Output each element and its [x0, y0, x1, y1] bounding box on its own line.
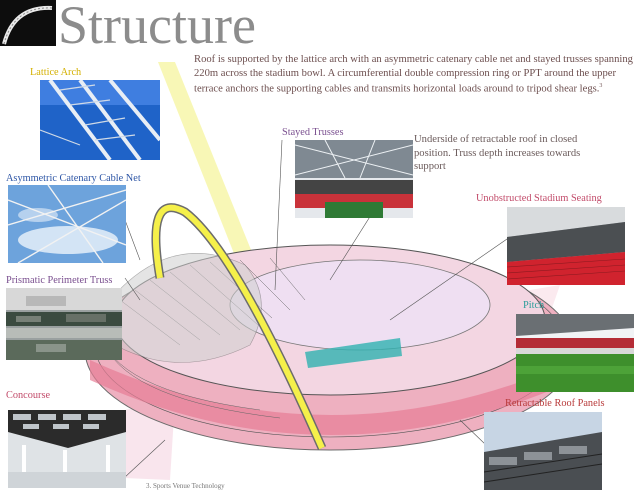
catenary-net [109, 253, 262, 363]
lower-tier [90, 360, 575, 435]
seating-photo [507, 207, 625, 285]
stayed-trusses-photo [295, 140, 413, 218]
pitch-photo [516, 314, 634, 392]
intro-text: Roof is supported by the lattice arch wi… [194, 54, 633, 95]
label-concourse: Concourse [6, 390, 51, 401]
catenary-net-photo [8, 185, 126, 263]
label-catenary-net: Asymmetric Catenary Cable Net [6, 173, 141, 184]
pitch-highlight [305, 338, 402, 368]
label-pitch: Pitch [523, 300, 545, 311]
label-lattice-arch: Lattice Arch [30, 67, 82, 78]
label-stayed-trusses: Stayed Trusses [282, 127, 344, 138]
roof-panels-photo [484, 412, 602, 490]
footnote-source: 3. Sports Venue Technology [146, 482, 225, 490]
concourse-photo [8, 410, 126, 488]
label-perimeter-truss: Prismatic Perimeter Truss [6, 275, 113, 286]
label-retractable-roof-panels: Retractable Roof Panels [505, 398, 605, 409]
page-title: Structure [58, 0, 256, 55]
intro-footnote: 3 [599, 83, 603, 89]
perimeter-truss-photo [6, 288, 122, 360]
intro-paragraph: Roof is supported by the lattice arch wi… [194, 53, 634, 96]
roof-note: Underside of retractable roof in closed … [414, 134, 581, 172]
lattice-arch-photo [40, 80, 160, 160]
arch-logo [0, 0, 56, 46]
lattice-arch [152, 204, 325, 450]
label-unobstructed-seating: Unobstructed Stadium Seating [476, 193, 602, 204]
